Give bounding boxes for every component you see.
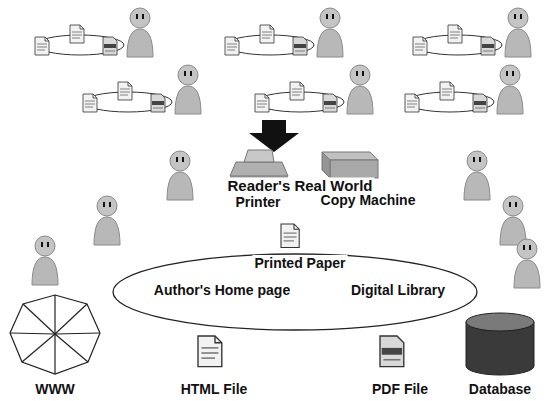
diagram-label: Digital Library xyxy=(349,282,447,298)
diagram-label: HTML File xyxy=(179,381,250,397)
diagram-label: Copy Machine xyxy=(319,192,418,208)
diagram-label: Author's Home page xyxy=(152,282,292,298)
diagram-label: Printed Paper xyxy=(252,255,347,271)
diagram-label: WWW xyxy=(33,381,77,397)
diagram-label: Printer xyxy=(233,194,282,210)
diagram-label: PDF File xyxy=(370,381,430,397)
diagram-label: Database xyxy=(467,381,533,397)
